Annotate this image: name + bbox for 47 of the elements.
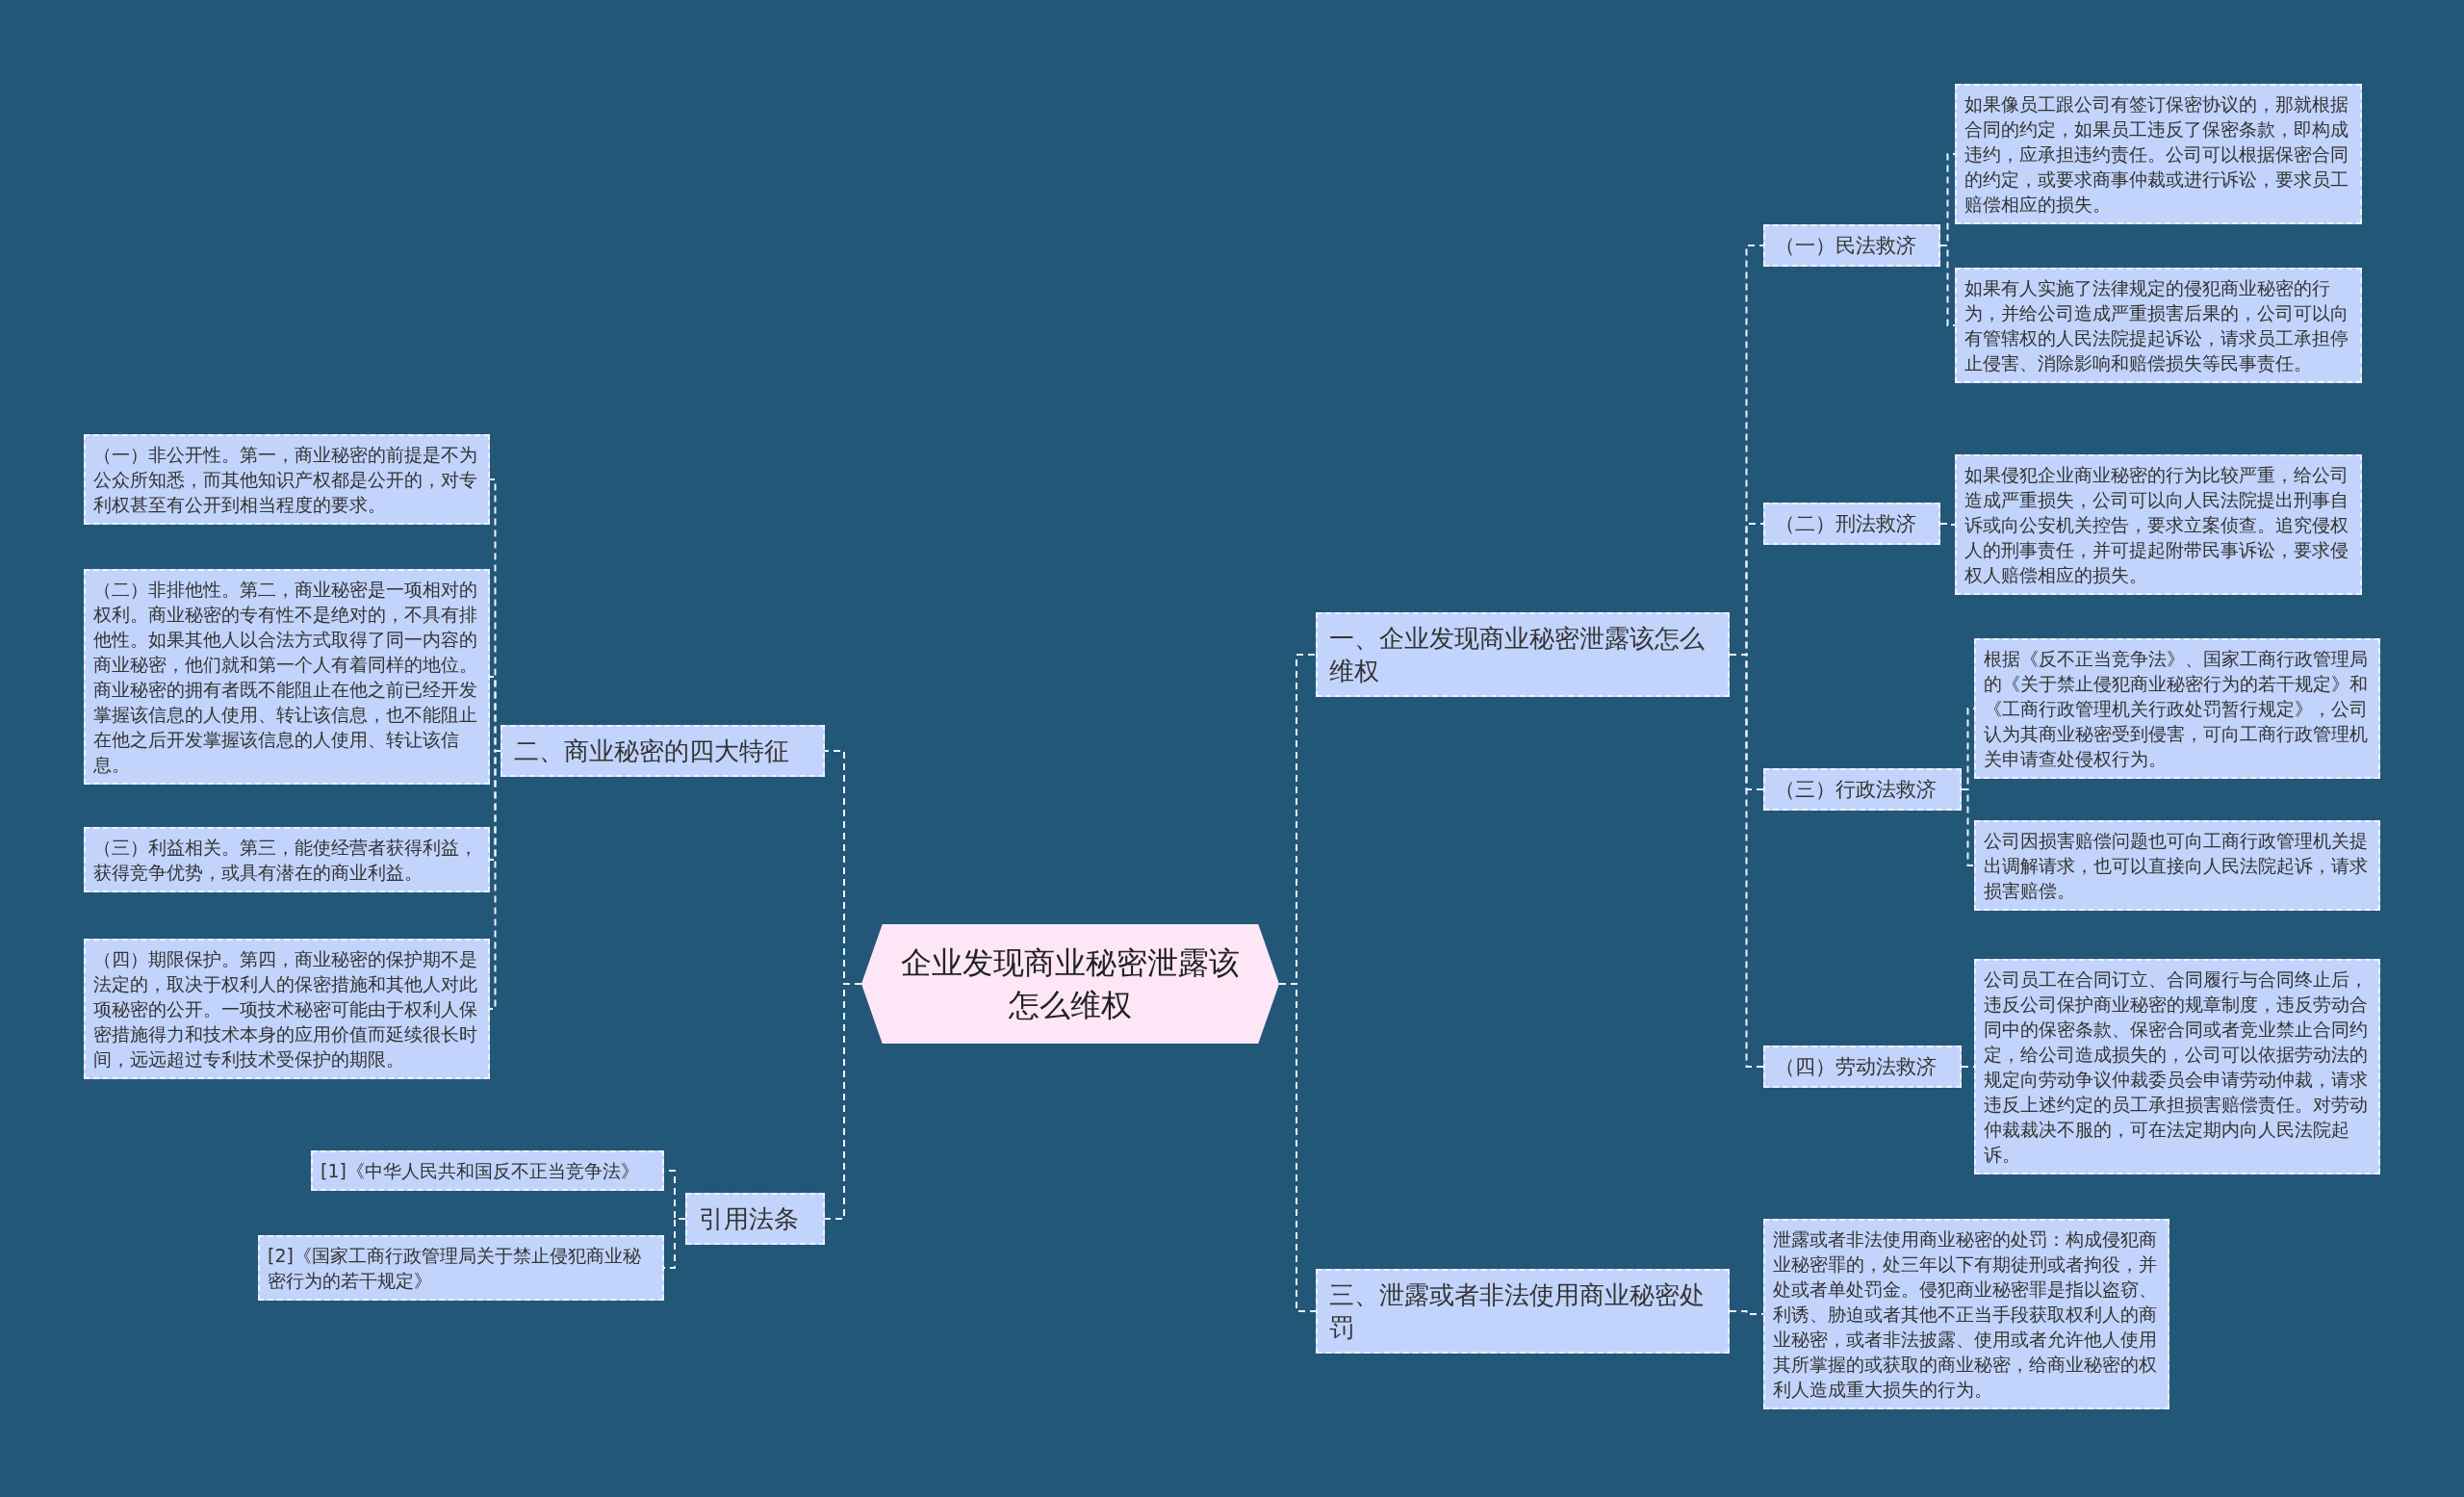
detail-box xyxy=(84,434,490,525)
detail-text: （四）期限保护。第四，商业秘密的保护期不是法定的，取决于权利人的保密措施和其他人对此项秘密的公开。一项技术秘密可能由于权利人保密措施得力和技术本身的应用价值而延续很长时间，远远超过专利技术受保护的期限。 xyxy=(93,947,478,1071)
topic-label: 一、企业发现商业秘密泄露该怎么维权 xyxy=(1329,623,1706,687)
topic-label: （四）劳动法救济 xyxy=(1775,1054,1938,1080)
central-topic-text: 企业发现商业秘密泄露该怎么维权 xyxy=(900,943,1241,1025)
detail-text: （一）非公开性。第一，商业秘密的前提是不为公众所知悉，而其他知识产权都是公开的，对专利权甚至有公开到相当程度的要求。 xyxy=(93,443,478,517)
detail-text: 如果有人实施了法律规定的侵犯商业秘密的行为，并给公司造成严重损害后果的，公司可以向有管辖权的人民法院提起诉讼，请求员工承担停止侵害、消除影响和赔偿损失等民事责任。 xyxy=(1964,276,2349,375)
detail-box xyxy=(1955,84,2362,224)
connector-line xyxy=(1939,245,1956,326)
detail-text: 公司因损害赔偿问题也可向工商行政管理机关提出调解请求，也可以直接向人民法院起诉，请求损害赔偿。 xyxy=(1984,829,2369,903)
connector-line xyxy=(824,983,862,1220)
topic-label: 二、商业秘密的四大特征 xyxy=(514,736,790,767)
topic-label: （二）刑法救济 xyxy=(1775,511,1917,537)
topic-box xyxy=(1763,768,1962,811)
topic-box xyxy=(1316,1269,1730,1354)
topic-box xyxy=(1763,224,1940,267)
detail-box xyxy=(84,939,490,1079)
connector-line xyxy=(1939,523,1956,526)
detail-text: （二）非排他性。第二，商业秘密是一项相对的权利。商业秘密的专有性不是绝对的，不具有排他性。如果其他人以合法方式取得了同一内容的商业秘密，他们就和第一个人有着同样的地位。商业秘密的拥有者既不能阻止在他之前已经开发掌握该信息的人使用、转让该信息，也不能阻止在他之后开发掌握该信息的人使用、转让该信息。 xyxy=(93,578,478,777)
topic-label: 引用法条 xyxy=(699,1203,800,1235)
detail-text: [2]《国家工商行政管理局关于禁止侵犯商业秘密行为的若干规定》 xyxy=(268,1244,642,1293)
detail-box xyxy=(1974,820,2380,911)
connector-line xyxy=(1729,1310,1764,1315)
detail-box xyxy=(1955,454,2362,595)
detail-text: 根据《反不正当竞争法》、国家工商行政管理局的《关于禁止侵犯商业秘密行为的若干规定》和《工商行政管理机关行政处罚暂行规定》，公司认为其商业秘密受到侵害，可向工商行政管理机关申请查处侵权行为。 xyxy=(1984,647,2369,771)
central-topic-hexagon xyxy=(861,924,1279,1044)
detail-text: （三）利益相关。第三，能使经营者获得利益，获得竞争优势，或具有潜在的商业利益。 xyxy=(93,836,478,885)
detail-text: [1]《中华人民共和国反不正当竞争法》 xyxy=(321,1159,640,1183)
topic-box xyxy=(1763,1045,1962,1088)
detail-text: 如果侵犯企业商业秘密的行为比较严重，给公司造成严重损失，公司可以向人民法院提出刑事自诉或向公安机关控告，要求立案侦查。追究侵权人的刑事责任，并可提起附带民事诉讼，要求侵权人赔偿相应的损失。 xyxy=(1964,463,2349,587)
detail-text: 泄露或者非法使用商业秘密的处罚：构成侵犯商业秘密罪的，处三年以下有期徒刑或者拘役，并处或者单处罚金。侵犯商业秘密罪是指以盗窃、利诱、胁迫或者其他不正当手段获取权利人的商业秘密，或者非法披露、使用或者允许他人使用其所掌握的或获取的商业秘密，给商业秘密的权利人造成重大损失的行为。 xyxy=(1773,1227,2158,1402)
detail-text: 公司员工在合同订立、合同履行与合同终止后，违反公司保护商业秘密的规章制度，违反劳动合同中的保密条款、保密合同或者竞业禁止合同约定，给公司造成损失的，公司可以依据劳动法的规定向劳动争议仲裁委员会申请劳动仲裁，请求违反上述约定的员工承担损害赔偿责任。对劳动仲裁裁决不服的，可在法定期内向人民法院起诉。 xyxy=(1984,968,2369,1167)
detail-box xyxy=(258,1235,664,1301)
topic-box xyxy=(1763,503,1940,545)
topic-box xyxy=(500,725,825,777)
connector-line xyxy=(1278,983,1317,1312)
detail-box xyxy=(84,827,490,892)
connector-line xyxy=(1961,788,1975,866)
topic-box xyxy=(1316,612,1730,697)
topic-label: （一）民法救济 xyxy=(1775,233,1917,259)
detail-box xyxy=(1974,638,2380,779)
detail-box xyxy=(311,1150,664,1191)
topic-label: （三）行政法救济 xyxy=(1775,777,1938,803)
detail-box xyxy=(1955,268,2362,383)
detail-text: 如果像员工跟公司有签订保密协议的，那就根据合同的约定，如果员工违反了保密条款，即构成违约，应承担违约责任。公司可以根据保密合同的约定，或要求商事仲裁或进行诉讼，要求员工赔偿相应的损失。 xyxy=(1964,92,2349,217)
topic-box xyxy=(685,1193,825,1245)
topic-label: 三、泄露或者非法使用商业秘密处罚 xyxy=(1329,1279,1706,1344)
